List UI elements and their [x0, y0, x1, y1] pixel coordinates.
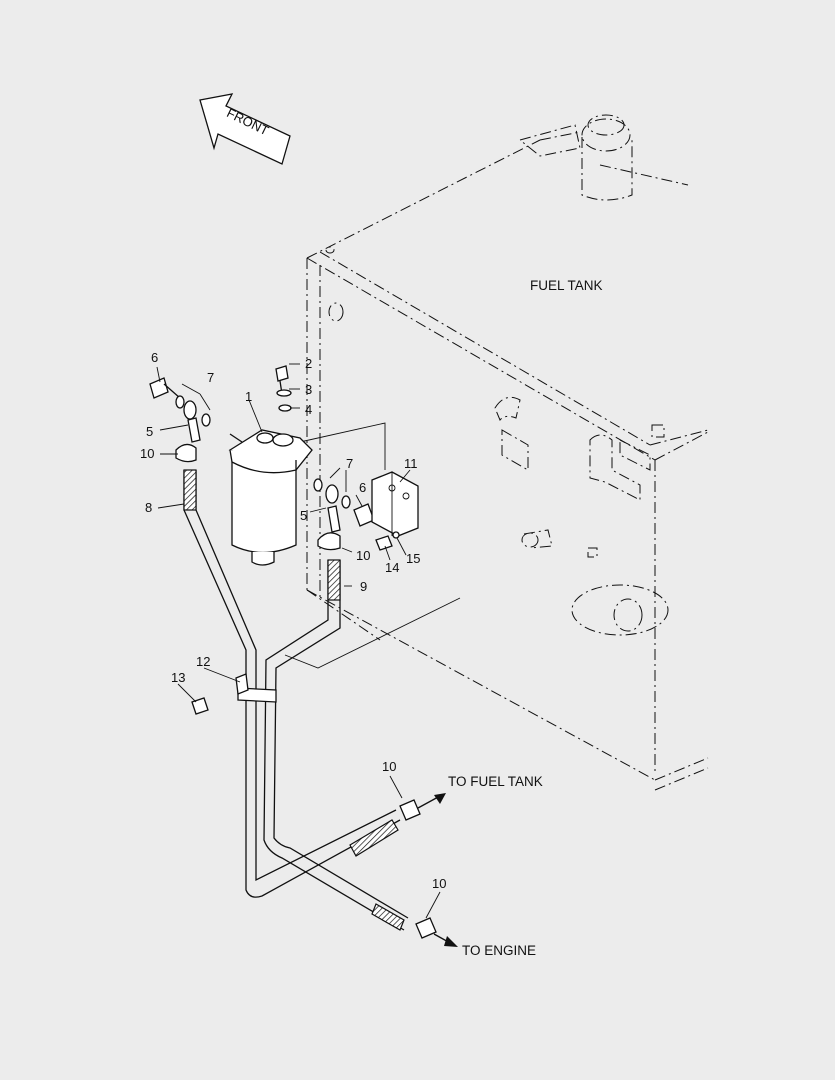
callout-5-right: 5: [300, 508, 307, 523]
right-fittings: [313, 478, 375, 551]
assembly-reference-lines: [284, 422, 461, 669]
callout-7-right: 7: [346, 456, 353, 471]
bracket-washer: [392, 531, 400, 539]
callout-8: 8: [145, 500, 152, 515]
hose-end-clamp-tank: [399, 799, 421, 821]
callout-9: 9: [360, 579, 367, 594]
left-fittings: [149, 377, 243, 463]
callout-12: 12: [196, 654, 210, 669]
callout-3: 3: [305, 382, 312, 397]
callout-6-right: 6: [359, 480, 366, 495]
fuel-filter: [228, 429, 313, 566]
callout-15: 15: [406, 551, 420, 566]
front-direction-arrow: FRONT: [199, 93, 291, 165]
hose-assembly: [183, 469, 409, 931]
o-ring-top: [278, 404, 292, 412]
callout-10-tank: 10: [382, 759, 396, 774]
fuel-tank-caption: FUEL TANK: [530, 278, 603, 293]
flow-arrows: [417, 793, 458, 947]
callout-leaders: [156, 363, 441, 919]
washer: [276, 389, 292, 397]
to-engine-caption: TO ENGINE: [462, 943, 536, 958]
callout-4: 4: [305, 402, 312, 417]
callout-10-middle: 10: [356, 548, 370, 563]
callout-13: 13: [171, 670, 185, 685]
mounting-bracket: [371, 471, 419, 537]
bracket-bolt: [375, 535, 393, 551]
callout-1: 1: [245, 389, 252, 404]
hose-end-clamp-engine: [415, 917, 437, 939]
callout-14: 14: [385, 560, 399, 575]
callout-7-left: 7: [207, 370, 214, 385]
to-fuel-tank-caption: TO FUEL TANK: [448, 774, 543, 789]
fuel-tank-outline: [306, 114, 709, 791]
callout-5-left: 5: [146, 424, 153, 439]
hose-clamp: [235, 673, 277, 703]
callout-2: 2: [305, 356, 312, 371]
callout-10-left: 10: [140, 446, 154, 461]
callout-6-left: 6: [151, 350, 158, 365]
callout-11: 11: [404, 456, 418, 471]
callout-10-engine: 10: [432, 876, 446, 891]
